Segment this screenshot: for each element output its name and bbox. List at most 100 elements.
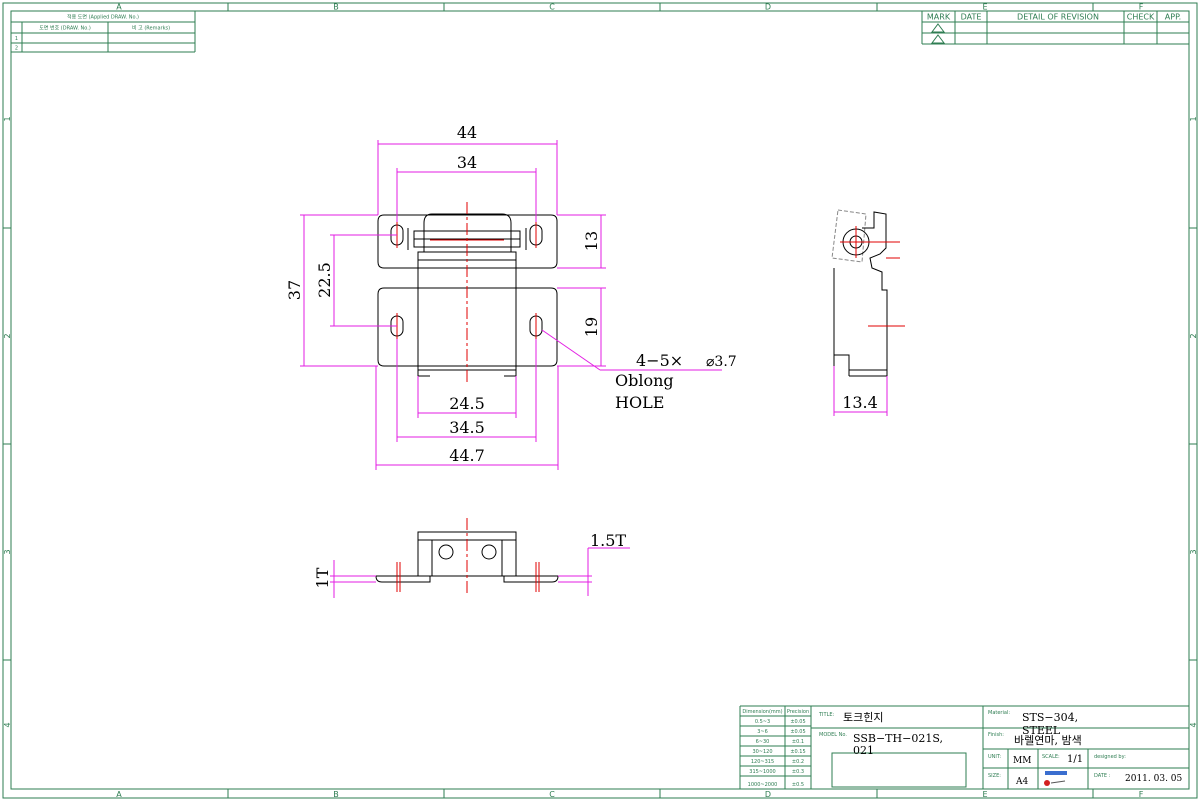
front-upper-leaf [377, 214, 558, 269]
tolerance-range: 6~30 [756, 739, 770, 745]
material-value: STS−304, [1022, 711, 1078, 724]
scale-label: SCALE: [1042, 754, 1060, 760]
tolerance-value: ±0.3 [792, 769, 804, 775]
tolerance-value: ±0.15 [790, 749, 805, 755]
zone-col-c-bottom: C [549, 790, 555, 799]
zone-col-c: C [549, 3, 555, 12]
scale-value: 1/1 [1067, 754, 1083, 765]
revision-col-check: CHECK [1127, 13, 1155, 22]
dim-24-5: 24.5 [449, 394, 485, 413]
model-value: SSB−TH−021S, [853, 732, 943, 745]
zone-col-f-bottom: F [1139, 790, 1144, 799]
tolerance-value: ±0.5 [792, 782, 804, 788]
dim-37: 37 [285, 280, 304, 300]
tolerance-range: 3~6 [757, 729, 768, 735]
finish-value: 바렐연마, 밤색 [1014, 734, 1082, 747]
zone-col-e-bottom: E [982, 790, 987, 799]
front-view [377, 202, 558, 382]
applied-drawing-table: 적용 도면 (Applied DRAW. No.) 도면 번호 (DRAW. N… [11, 11, 196, 53]
company-logo-icon [1044, 771, 1067, 786]
model-drawing-box [831, 752, 967, 788]
dim-oblong-label: Oblong [615, 371, 674, 390]
front-view-dimensions [300, 140, 722, 470]
title-block: TITLE: 토크힌지 MODEL No. SSB−TH−021S, 021 M… [811, 706, 1189, 789]
dim-hole-label: HOLE [615, 393, 664, 412]
zone-col-b-bottom: B [333, 790, 339, 799]
revision-col-mark: MARK [927, 13, 951, 22]
side-view-dimensions [833, 366, 888, 416]
dim-34: 34 [457, 153, 477, 172]
dim-34-5: 34.5 [449, 418, 485, 437]
tolerance-range: 30~120 [752, 749, 772, 755]
revision-col-app: APP. [1165, 13, 1181, 22]
zone-row-2-right: 2 [1189, 333, 1198, 338]
title-label: TITLE: [818, 712, 835, 718]
dim-hole-count: 4−5× [636, 351, 683, 370]
tolerance-value: ±0.1 [792, 739, 804, 745]
applied-table-col-remarks: 비 고 (Remarks) [132, 25, 170, 32]
zone-col-f: F [1139, 3, 1144, 12]
tolerance-table: Dimension(mm) Precision 0.5~3 ±0.05 3~6 … [739, 705, 1189, 789]
zone-row-4: 4 [3, 722, 12, 727]
side-phantom-leaf [831, 209, 867, 263]
dim-13: 13 [582, 231, 601, 251]
model-label: MODEL No. [819, 732, 847, 738]
title-value: 토크힌지 [843, 711, 883, 724]
revision-triangle-icon [931, 34, 945, 44]
tolerance-range: 120~315 [751, 759, 774, 765]
dim-13-4: 13.4 [842, 393, 878, 412]
bottom-flange-right [503, 575, 559, 583]
dim-1t: 1T [313, 567, 332, 588]
dim-19: 19 [582, 317, 601, 337]
size-label: SIZE: [988, 773, 1001, 779]
zone-row-3-right: 3 [1189, 549, 1198, 554]
unit-label: UNIT: [988, 754, 1001, 760]
size-value: A4 [1015, 777, 1028, 787]
model-value-line2: 021 [853, 744, 874, 757]
material-value-line2: STEEL [1022, 724, 1061, 737]
tolerance-value: ±0.05 [790, 729, 805, 735]
date-label: DATE : [1094, 773, 1111, 779]
dim-44-7: 44.7 [449, 446, 485, 465]
bottom-view [375, 518, 559, 594]
zone-row-2: 2 [3, 333, 12, 338]
tolerance-range: 0.5~3 [755, 719, 770, 725]
material-label: Material: [988, 710, 1010, 716]
dim-1-5t: 1.5T [590, 531, 626, 550]
zone-row-1-right: 1 [1189, 116, 1198, 121]
applied-table-col-drawno: 도면 번호 (DRAW. No.) [39, 25, 91, 32]
dim-22-5: 22.5 [315, 262, 334, 298]
revision-table: MARK DATE DETAIL OF REVISION CHECK APP. [921, 11, 1189, 45]
zone-col-d-bottom: D [765, 790, 771, 799]
zone-col-a-bottom: A [116, 790, 122, 799]
zone-col-d: D [765, 3, 771, 12]
tolerance-value: ±0.2 [792, 759, 804, 765]
tolerance-col-dim: Dimension(mm) [742, 709, 782, 715]
zone-col-e: E [982, 3, 987, 12]
bottom-view-dimensions [330, 547, 630, 598]
side-view [831, 209, 905, 377]
zone-col-a: A [116, 3, 122, 12]
dim-44: 44 [457, 123, 477, 142]
zone-row-4-right: 4 [1189, 722, 1198, 727]
dim-hole-diameter: ⌀3.7 [706, 354, 737, 370]
bottom-hole [481, 544, 497, 560]
finish-label: Finish: [988, 732, 1004, 738]
revision-col-date: DATE [961, 13, 982, 22]
tolerance-col-prec: Precision [787, 709, 809, 715]
zone-col-b: B [333, 3, 339, 12]
bottom-flange-left [375, 575, 431, 583]
designed-by-label: designed by: [1094, 754, 1126, 760]
front-lower-leaf [377, 287, 558, 367]
revision-triangle-icon [931, 23, 945, 33]
applied-table-header: 적용 도면 (Applied DRAW. No.) [67, 14, 139, 21]
zone-row-3: 3 [3, 549, 12, 554]
tolerance-range: 315~1000 [749, 769, 775, 775]
revision-col-detail: DETAIL OF REVISION [1017, 13, 1099, 22]
date-value: 2011. 03. 05 [1125, 774, 1183, 784]
tolerance-value: ±0.05 [790, 719, 805, 725]
zone-row-1: 1 [3, 116, 12, 121]
unit-value: MM [1013, 756, 1031, 766]
